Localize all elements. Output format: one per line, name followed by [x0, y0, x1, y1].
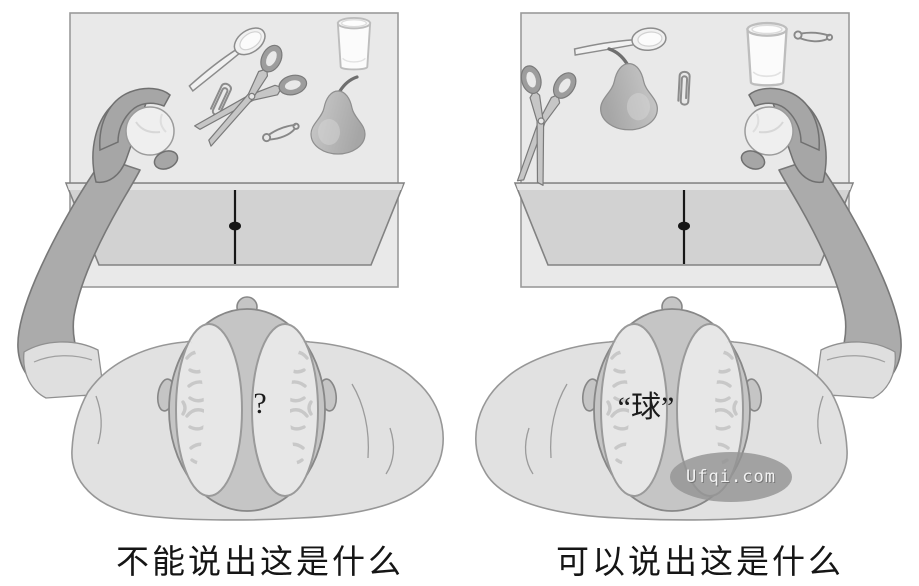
left-glass: [336, 17, 372, 71]
figure-svg: [0, 11, 919, 540]
right-caption: 可以说出这是什么: [556, 545, 844, 581]
left-brain-label: ?: [253, 387, 267, 420]
right-glass: [746, 21, 788, 87]
right-brain-label: “球”: [617, 391, 675, 424]
left-caption: 不能说出这是什么: [116, 545, 404, 581]
panel-right: [476, 11, 901, 520]
panel-left: [18, 11, 443, 520]
watermark: Ufqi.com: [670, 452, 792, 502]
